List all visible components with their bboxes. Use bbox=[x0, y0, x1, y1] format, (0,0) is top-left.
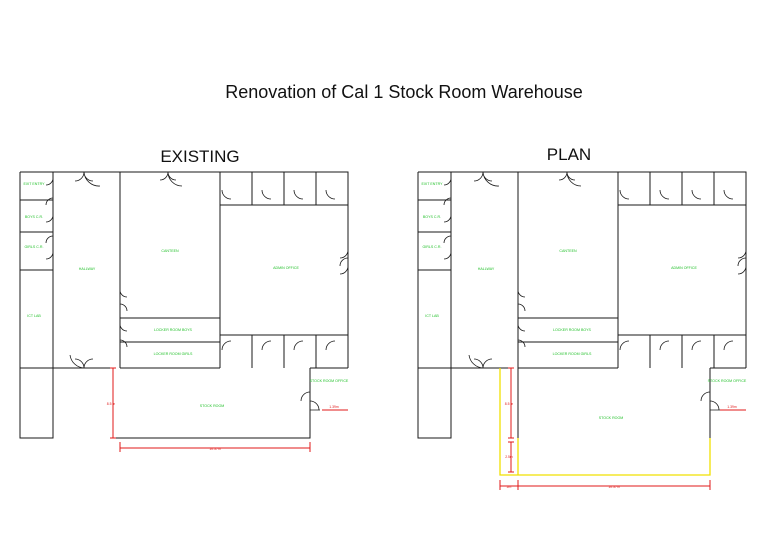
room-label-ict-lab: ICT LAB bbox=[27, 314, 41, 318]
room-label-stock-office: STOCK ROOM OFFICE bbox=[310, 379, 349, 383]
existing-walls bbox=[19, 171, 349, 439]
room-label-admin-office: ADMIN OFFICE bbox=[273, 266, 299, 270]
existing-room-labels: EXIT ENTRY BOYS C.R. GIRLS C.R. ICT LAB … bbox=[23, 182, 348, 408]
room-label-exit-entry: EXIT ENTRY bbox=[421, 182, 443, 186]
dim-existing-width: 10.37m bbox=[209, 447, 220, 451]
dim-plan-height: 8.5 m bbox=[505, 402, 514, 406]
dim-plan-width: 10.37m bbox=[608, 485, 619, 489]
dim-existing-height: 8.5 m bbox=[107, 402, 116, 406]
room-label-locker-girls: LOCKER ROOM GIRLS bbox=[154, 352, 193, 356]
room-label-girls-cr: GIRLS C.R. bbox=[25, 245, 44, 249]
room-label-stock-room: STOCK ROOM bbox=[200, 404, 225, 408]
room-label-boys-cr: BOYS C.R. bbox=[25, 215, 43, 219]
room-label-hallway: HALLWAY bbox=[79, 267, 96, 271]
existing-dimensions: 8.5 m 10.37m 1.39m bbox=[107, 367, 348, 452]
room-label-admin-office: ADMIN OFFICE bbox=[671, 266, 697, 270]
dim-plan-door: 1.39m bbox=[727, 405, 737, 409]
room-label-ict-lab: ICT LAB bbox=[425, 314, 439, 318]
room-label-locker-boys: LOCKER ROOM BOYS bbox=[553, 328, 592, 332]
page-title: Renovation of Cal 1 Stock Room Warehouse bbox=[225, 82, 583, 102]
plan-heading-plan: PLAN bbox=[547, 145, 591, 164]
room-label-locker-girls: LOCKER ROOM GIRLS bbox=[553, 352, 592, 356]
room-label-exit-entry: EXIT ENTRY bbox=[23, 182, 45, 186]
plan-walls bbox=[417, 171, 747, 439]
renovation-plan: PLAN bbox=[417, 145, 747, 490]
plan-heading-existing: EXISTING bbox=[160, 147, 239, 166]
plan-dimensions: 8.5 m 2.5m 2m 10.37m 1.39m bbox=[499, 367, 746, 490]
existing-plan: EXISTING bbox=[19, 147, 349, 452]
dim-existing-door: 1.39m bbox=[329, 405, 339, 409]
room-label-canteen: CANTEEN bbox=[559, 249, 577, 253]
room-label-stock-room: STOCK ROOM bbox=[599, 416, 624, 420]
room-label-stock-office: STOCK ROOM OFFICE bbox=[708, 379, 747, 383]
room-label-canteen: CANTEEN bbox=[161, 249, 179, 253]
room-label-hallway: HALLWAY bbox=[478, 267, 495, 271]
dim-plan-extension: 2.5m bbox=[505, 455, 513, 459]
plan-room-labels: EXIT ENTRY BOYS C.R. GIRLS C.R. ICT LAB … bbox=[421, 182, 746, 420]
renovation-extension bbox=[499, 368, 711, 476]
dim-plan-side: 2m bbox=[507, 485, 512, 489]
room-label-locker-boys: LOCKER ROOM BOYS bbox=[154, 328, 193, 332]
room-label-boys-cr: BOYS C.R. bbox=[423, 215, 441, 219]
room-label-girls-cr: GIRLS C.R. bbox=[423, 245, 442, 249]
